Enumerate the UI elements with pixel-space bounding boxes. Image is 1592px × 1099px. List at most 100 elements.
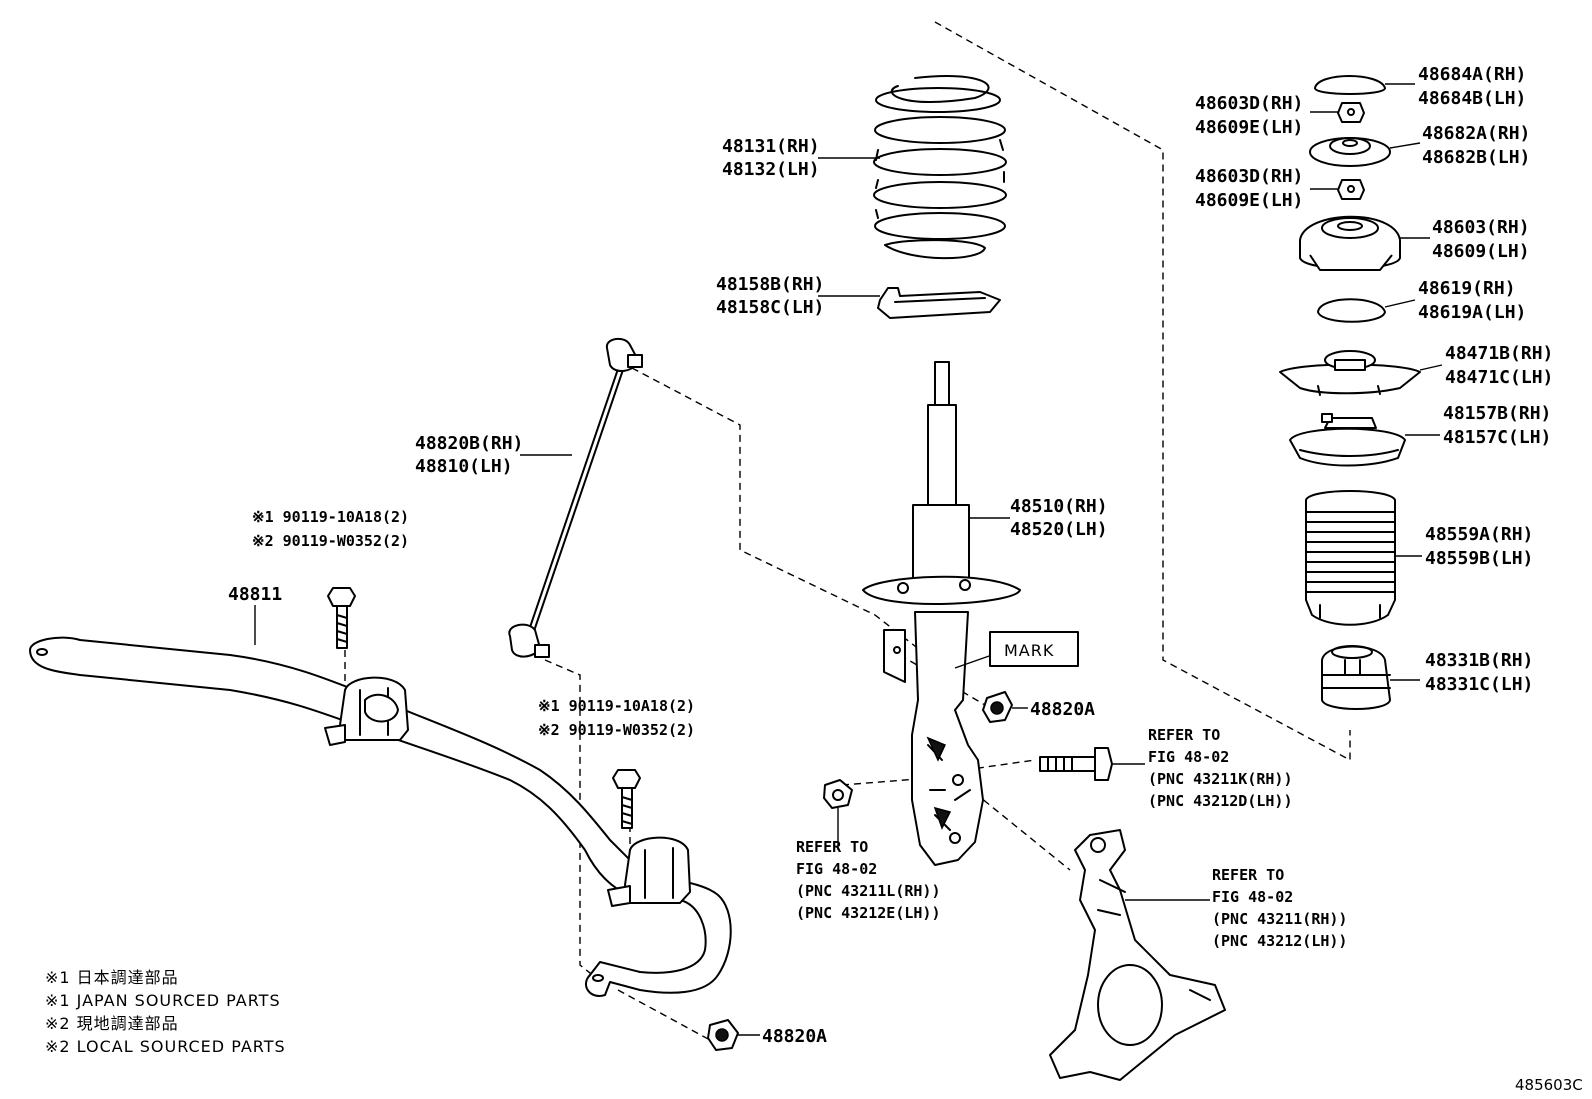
label-coil-spring: 48131(RH) 48132(LH) bbox=[722, 136, 820, 180]
bar-bushing-left bbox=[324, 676, 409, 746]
svg-text:(PNC 43212E(LH)): (PNC 43212E(LH)) bbox=[796, 904, 941, 922]
label-bumper: 48331B(RH) 48331C(LH) bbox=[1425, 650, 1533, 695]
svg-text:48619(RH): 48619(RH) bbox=[1418, 278, 1516, 299]
footnote-1: ※1 日本調達部品 bbox=[45, 968, 179, 987]
label-support: 48603(RH) 48609(LH) bbox=[1432, 217, 1530, 262]
svg-text:48682A(RH): 48682A(RH) bbox=[1422, 123, 1530, 144]
nut-48820a-strut bbox=[982, 691, 1013, 723]
svg-text:48510(RH): 48510(RH) bbox=[1010, 496, 1108, 517]
nut-top-2 bbox=[1337, 179, 1365, 200]
svg-text:48157C(LH): 48157C(LH) bbox=[1443, 427, 1551, 448]
svg-text:48609E(LH): 48609E(LH) bbox=[1195, 117, 1303, 138]
svg-text:※1 90119-10A18(2): ※1 90119-10A18(2) bbox=[252, 508, 409, 526]
assembly-line-knuckle bbox=[964, 784, 1071, 871]
steering-knuckle bbox=[1049, 829, 1226, 1081]
svg-text:FIG 48-02: FIG 48-02 bbox=[1212, 888, 1293, 906]
label-nut-bar: 48820A bbox=[762, 1026, 827, 1047]
svg-text:48331B(RH): 48331B(RH) bbox=[1425, 650, 1533, 671]
strut-nut bbox=[823, 779, 853, 809]
label-refer-bolt: REFER TO FIG 48-02 (PNC 43211K(RH)) (PNC… bbox=[1148, 726, 1293, 810]
leader-retainer bbox=[1389, 142, 1421, 149]
svg-text:48331C(LH): 48331C(LH) bbox=[1425, 674, 1533, 695]
svg-text:48158B(RH): 48158B(RH) bbox=[716, 274, 824, 295]
footnote-2: ※1 JAPAN SOURCED PARTS bbox=[45, 991, 281, 1010]
svg-text:48471C(LH): 48471C(LH) bbox=[1445, 367, 1553, 388]
svg-text:(PNC 43211K(RH)): (PNC 43211K(RH)) bbox=[1148, 770, 1293, 788]
label-seat-upper: 48471B(RH) 48471C(LH) bbox=[1445, 343, 1553, 388]
cap bbox=[1314, 75, 1386, 95]
svg-text:48157B(RH): 48157B(RH) bbox=[1443, 403, 1551, 424]
bound-stopper bbox=[1321, 645, 1391, 710]
suspension-support bbox=[1299, 215, 1401, 271]
dust-boot bbox=[1305, 490, 1396, 626]
svg-text:48820B(RH): 48820B(RH) bbox=[415, 433, 523, 454]
svg-text:※2 90119-W0352(2): ※2 90119-W0352(2) bbox=[538, 721, 695, 739]
svg-text:48559B(LH): 48559B(LH) bbox=[1425, 548, 1533, 569]
svg-text:48684A(RH): 48684A(RH) bbox=[1418, 64, 1526, 85]
bolt-upper bbox=[327, 587, 356, 649]
svg-text:48603D(RH): 48603D(RH) bbox=[1195, 166, 1303, 187]
assembly-line-top bbox=[934, 21, 1351, 762]
footnote-4: ※2 LOCAL SOURCED PARTS bbox=[45, 1037, 286, 1056]
svg-text:48820A: 48820A bbox=[1030, 699, 1095, 720]
bearing bbox=[1317, 298, 1386, 323]
label-cap: 48684A(RH) 48684B(LH) bbox=[1418, 64, 1526, 109]
label-refer-knuckle: REFER TO FIG 48-02 (PNC 43211(RH)) (PNC … bbox=[1212, 866, 1347, 950]
retainer bbox=[1309, 137, 1391, 167]
svg-text:48520(LH): 48520(LH) bbox=[1010, 519, 1108, 540]
svg-text:48158C(LH): 48158C(LH) bbox=[716, 297, 824, 318]
svg-text:48682B(LH): 48682B(LH) bbox=[1422, 147, 1530, 168]
svg-text:48810(LH): 48810(LH) bbox=[415, 456, 513, 477]
svg-text:48471B(RH): 48471B(RH) bbox=[1445, 343, 1553, 364]
svg-text:(PNC 43211(RH)): (PNC 43211(RH)) bbox=[1212, 910, 1347, 928]
svg-text:48684B(LH): 48684B(LH) bbox=[1418, 88, 1526, 109]
shock-absorber bbox=[862, 361, 1021, 866]
label-refer-nut: REFER TO FIG 48-02 (PNC 43211L(RH)) (PNC… bbox=[796, 838, 941, 922]
label-bolt-lower: ※1 90119-10A18(2) ※2 90119-W0352(2) bbox=[538, 697, 695, 739]
svg-text:48603(RH): 48603(RH) bbox=[1432, 217, 1530, 238]
svg-text:48609(LH): 48609(LH) bbox=[1432, 241, 1530, 262]
label-retainer: 48682A(RH) 48682B(LH) bbox=[1422, 123, 1530, 168]
svg-text:48820A: 48820A bbox=[762, 1026, 827, 1047]
svg-text:48131(RH): 48131(RH) bbox=[722, 136, 820, 157]
svg-text:48811: 48811 bbox=[228, 584, 282, 605]
assembly-line-link bbox=[631, 367, 921, 651]
svg-text:FIG 48-02: FIG 48-02 bbox=[796, 860, 877, 878]
label-nut-top-2: 48603D(RH) 48609E(LH) bbox=[1195, 166, 1303, 211]
leader-bearing bbox=[1384, 299, 1416, 308]
svg-text:※1 90119-10A18(2): ※1 90119-10A18(2) bbox=[538, 697, 695, 715]
label-boot: 48559A(RH) 48559B(LH) bbox=[1425, 524, 1533, 569]
strut-bolt bbox=[1039, 747, 1113, 781]
svg-text:REFER TO: REFER TO bbox=[796, 838, 868, 856]
svg-text:FIG 48-02: FIG 48-02 bbox=[1148, 748, 1229, 766]
nut-top-1 bbox=[1337, 102, 1365, 123]
mark-text: MARK bbox=[1004, 641, 1054, 660]
svg-text:48619A(LH): 48619A(LH) bbox=[1418, 302, 1526, 323]
bolt-lower bbox=[612, 769, 641, 829]
label-nut-strut: 48820A bbox=[1030, 699, 1095, 720]
label-shock-absorber: 48510(RH) 48520(LH) bbox=[1010, 496, 1108, 540]
svg-text:※2 90119-W0352(2): ※2 90119-W0352(2) bbox=[252, 532, 409, 550]
label-spring-insulator: 48158B(RH) 48158C(LH) bbox=[716, 274, 824, 318]
svg-text:48559A(RH): 48559A(RH) bbox=[1425, 524, 1533, 545]
label-nut-top-1: 48603D(RH) 48609E(LH) bbox=[1195, 93, 1303, 138]
upper-insulator bbox=[1289, 413, 1406, 467]
svg-text:48609E(LH): 48609E(LH) bbox=[1195, 190, 1303, 211]
svg-text:48132(LH): 48132(LH) bbox=[722, 159, 820, 180]
nut-48820a-bar bbox=[707, 1019, 739, 1051]
mark-callout: MARK bbox=[954, 631, 1079, 669]
label-bolt-upper: ※1 90119-10A18(2) ※2 90119-W0352(2) bbox=[252, 508, 409, 550]
svg-text:REFER TO: REFER TO bbox=[1212, 866, 1284, 884]
svg-text:REFER TO: REFER TO bbox=[1148, 726, 1220, 744]
figure-code: 485603C bbox=[1515, 1076, 1583, 1094]
svg-text:48603D(RH): 48603D(RH) bbox=[1195, 93, 1303, 114]
svg-text:(PNC 43212D(LH)): (PNC 43212D(LH)) bbox=[1148, 792, 1293, 810]
bar-bushing-right bbox=[607, 836, 691, 907]
upper-spring-seat bbox=[1279, 350, 1421, 396]
label-stabilizer-bar: 48811 bbox=[228, 584, 282, 605]
leader-seat bbox=[1419, 364, 1443, 371]
assembly-line-nut-bar bbox=[617, 989, 711, 1041]
svg-text:(PNC 43211L(RH)): (PNC 43211L(RH)) bbox=[796, 882, 941, 900]
spring-insulator bbox=[877, 287, 1001, 319]
label-insulator-upper: 48157B(RH) 48157C(LH) bbox=[1443, 403, 1551, 448]
